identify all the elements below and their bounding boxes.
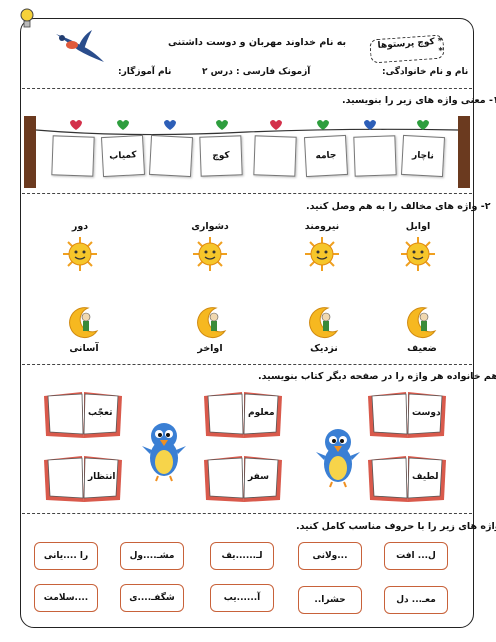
section3-title: ۳- هم خانواده هر واژه را در صفحه دیگر کت…	[258, 371, 496, 382]
word-card	[51, 135, 95, 177]
opposite-word-bottom: ضعیف	[407, 343, 437, 354]
book-word: انتظار	[88, 472, 116, 482]
word-card: جامه	[303, 134, 349, 178]
open-book-icon	[44, 392, 122, 438]
book-word: معلوم	[248, 408, 275, 418]
lesson-stamp: * کوچ پرستوها *	[369, 34, 445, 64]
opposite-word-top: اوایل	[405, 221, 431, 232]
divider	[22, 88, 472, 89]
teacher-name-label: نام آموزگار:	[118, 67, 172, 77]
opposite-word-bottom: اواخر	[197, 343, 223, 354]
opposite-word-bottom: آسانی	[69, 343, 99, 354]
section4-title: ۴- واژه های زیر را با حروف مناسب کامل کن…	[296, 521, 496, 532]
section1-title: ۱- معنی واژه های زیر را بنویسید.	[342, 95, 496, 106]
sun-icon	[63, 237, 97, 271]
blue-bird-icon	[316, 429, 360, 488]
fill-in-box: شگفـ....ی	[120, 584, 184, 612]
fill-in-box: را ....یانی	[34, 542, 98, 570]
fill-in-box: مشـ....ول	[120, 542, 184, 570]
open-book-icon	[44, 456, 122, 502]
divider	[22, 513, 472, 514]
sun-icon	[401, 237, 435, 271]
divider	[22, 193, 472, 194]
opposite-word-top: دشواری	[191, 221, 229, 232]
open-book-icon	[368, 456, 446, 502]
fill-in-box: ل... افت	[384, 542, 448, 570]
moon-icon	[69, 307, 99, 339]
word-card: کمیاب	[100, 134, 146, 178]
moon-icon	[197, 307, 227, 339]
word-card	[148, 134, 194, 178]
word-card: کوچ	[199, 135, 243, 177]
open-book-icon	[204, 392, 282, 438]
word-card	[253, 135, 297, 177]
bismillah: به نام خداوند مهربان و دوست داشتنی	[168, 37, 347, 48]
book-word: دوست	[412, 408, 441, 418]
open-book-icon	[368, 392, 446, 438]
test-title: آزمونک فارسی : درس ۲	[202, 67, 311, 77]
student-name-label: نام و نام خانوادگی:	[382, 67, 469, 77]
moon-icon	[407, 307, 437, 339]
fill-in-box: آ......یب	[210, 584, 274, 612]
fill-in-box: ...ولانی	[298, 542, 362, 570]
opposite-word-bottom: نزدیک	[310, 343, 338, 354]
sun-icon	[193, 237, 227, 271]
swallow-icon	[56, 30, 104, 62]
fill-in-box: لـ......یف	[210, 542, 274, 570]
opposite-word-top: نیرومند	[304, 221, 340, 232]
lightbulb-icon	[20, 8, 34, 28]
open-book-icon	[204, 456, 282, 502]
book-word: لطیف	[412, 472, 439, 482]
opposite-word-top: دور	[71, 221, 89, 232]
divider	[22, 364, 472, 365]
heart-pins	[70, 120, 429, 130]
fill-in-box: ....سلامت	[34, 584, 98, 612]
page-frame	[20, 18, 474, 628]
word-card: ناچار	[400, 134, 446, 178]
fill-in-box: معـ... دل	[384, 586, 448, 614]
section2-title: ۲- واژه های مخالف را به هم وصل کنید.	[306, 201, 491, 212]
book-word: تعجّب	[88, 408, 113, 418]
sun-icon	[305, 237, 339, 271]
fill-in-box: حشرا..	[298, 586, 362, 614]
moon-icon	[309, 307, 339, 339]
book-word: سفر	[248, 472, 269, 482]
blue-bird-icon	[142, 423, 186, 482]
clothesline	[24, 116, 470, 188]
word-card	[353, 135, 397, 177]
